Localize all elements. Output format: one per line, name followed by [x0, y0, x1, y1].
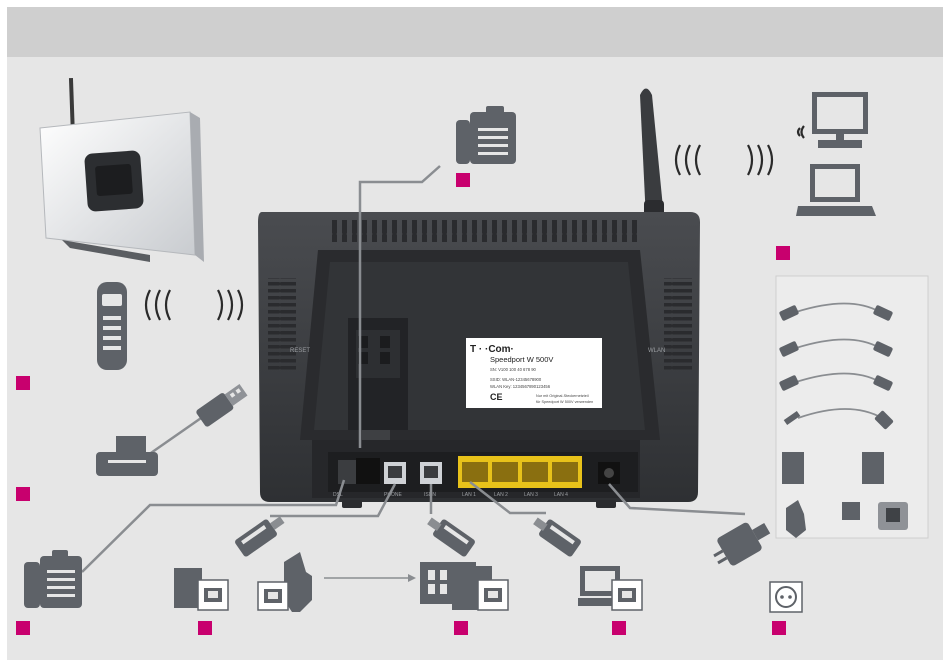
header-bar — [7, 7, 943, 57]
label-lan3: LAN 3 — [524, 492, 538, 498]
marker-usb — [16, 487, 30, 501]
label-reset: RESET — [290, 348, 310, 354]
wall-socket-icon — [862, 452, 884, 484]
label-line2: SSID: WLAN-12345678900 — [490, 377, 542, 382]
marker-handset — [16, 376, 30, 390]
wall-socket-icon — [782, 452, 804, 484]
label-model: Speedport W 500V — [490, 355, 553, 364]
marker-power — [772, 621, 786, 635]
label-brand: T · ·Com· — [470, 344, 514, 355]
device-label: T · ·Com· Speedport W 500V SN: V100 100 … — [466, 338, 602, 408]
label-lan2: LAN 2 — [494, 492, 508, 498]
marker-computers — [776, 246, 790, 260]
isdn-ntba-icon — [842, 502, 860, 520]
wall-socket-icon — [878, 502, 908, 530]
marker-isdn — [454, 621, 468, 635]
label-lan1: LAN 1 — [462, 492, 476, 498]
marker-phone-bottom — [16, 621, 30, 635]
label-footer2: für Speedport W 500V verwenden — [536, 400, 593, 404]
label-line3: WLAN Key: 1234567890123456 — [490, 384, 551, 389]
label-lan4: LAN 4 — [554, 492, 568, 498]
accessories-box — [776, 276, 928, 538]
label-footer1: Nur mit Original-Steckernetzteil — [536, 394, 589, 398]
label-ce-mark: CE — [490, 392, 503, 402]
label-line1: SN: V100 100 40 678 90 — [490, 367, 537, 372]
marker-dsl — [198, 621, 212, 635]
marker-lan — [612, 621, 626, 635]
power-socket-icon — [770, 582, 802, 612]
handset-icon — [97, 282, 127, 370]
label-wlan: WLAN — [648, 348, 665, 354]
marker-phone-top — [456, 173, 470, 187]
